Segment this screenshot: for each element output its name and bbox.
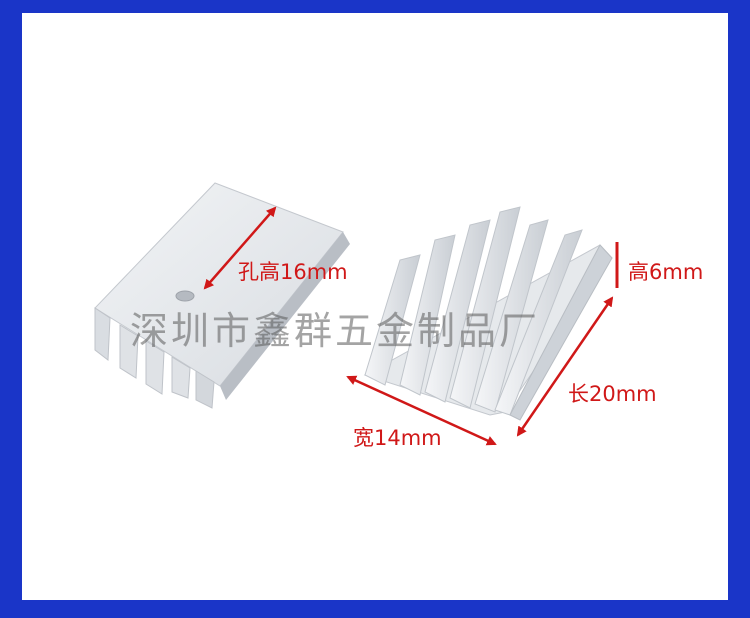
length-arrow [516,296,614,437]
width-label: 宽14mm [353,426,442,450]
hole-height-label: 孔高16mm [238,260,348,284]
width-arrow [346,375,497,446]
hole-height-arrow [203,206,277,290]
watermark-text: 深圳市鑫群五金制品厂 [130,309,541,353]
height-label: 高6mm [628,260,704,284]
heatsink-left [94,182,350,409]
length-label: 长20mm [568,382,657,406]
